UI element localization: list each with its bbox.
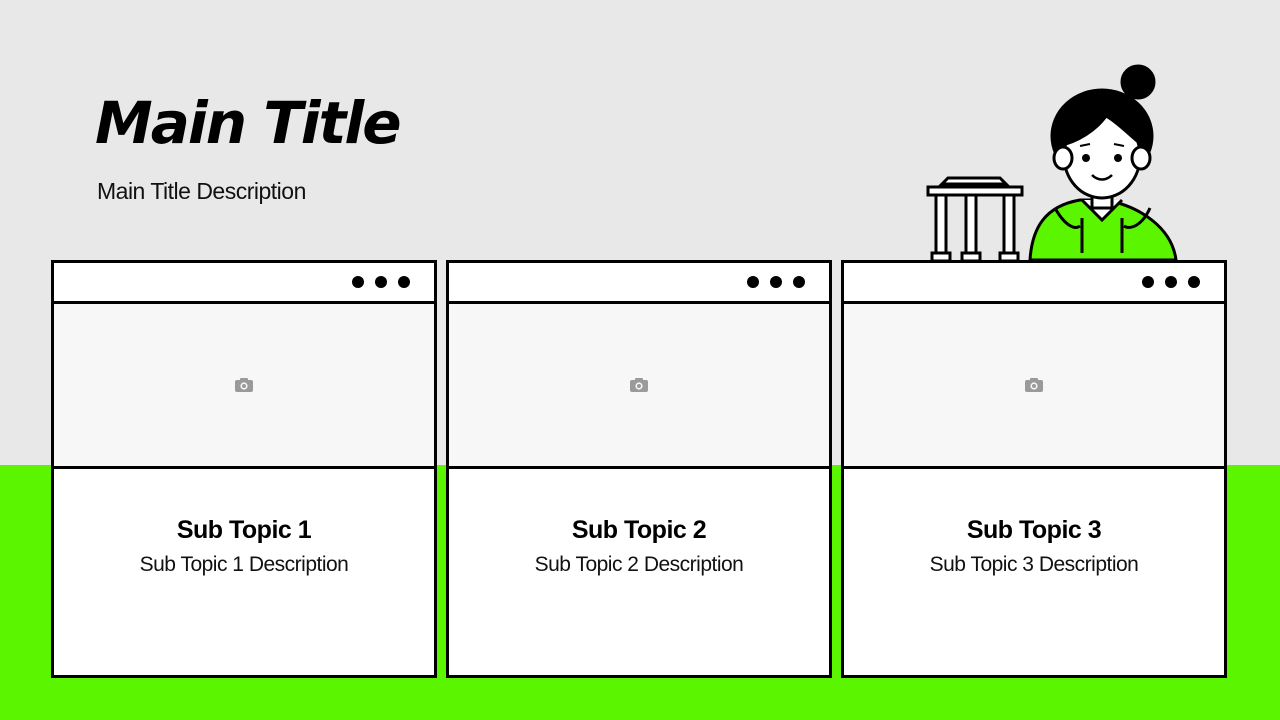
camera-icon: [235, 378, 253, 392]
window-dots: [352, 276, 410, 288]
sub-topic-card-2[interactable]: Sub Topic 2 Sub Topic 2 Description: [446, 260, 832, 678]
camera-icon: [1025, 378, 1043, 392]
window-dot: [747, 276, 759, 288]
card-body: Sub Topic 2 Sub Topic 2 Description: [449, 469, 829, 580]
sub-topic-title: Sub Topic 1: [176, 516, 312, 544]
sub-topic-title: Sub Topic 2: [571, 516, 707, 544]
pillar-landmark-icon: [926, 176, 1024, 263]
camera-icon: [630, 378, 648, 392]
image-placeholder[interactable]: [54, 304, 434, 469]
window-dot: [793, 276, 805, 288]
window-dot: [770, 276, 782, 288]
card-body: Sub Topic 3 Sub Topic 3 Description: [844, 469, 1224, 580]
sub-topic-description: Sub Topic 2 Description: [534, 553, 744, 576]
window-dot: [1165, 276, 1177, 288]
window-dot: [352, 276, 364, 288]
window-dot: [1142, 276, 1154, 288]
window-dot: [1188, 276, 1200, 288]
main-title-description: Main Title Description: [97, 178, 306, 204]
sub-topic-description: Sub Topic 3 Description: [929, 553, 1139, 576]
window-dot: [375, 276, 387, 288]
window-dots: [747, 276, 805, 288]
image-placeholder[interactable]: [449, 304, 829, 469]
sub-topic-title: Sub Topic 3: [966, 516, 1102, 544]
sub-topic-description: Sub Topic 1 Description: [139, 553, 349, 576]
girl-illustration: [926, 64, 1178, 263]
window-title-bar: [449, 263, 829, 304]
window-dots: [1142, 276, 1200, 288]
girl-character: [1028, 64, 1178, 262]
image-placeholder[interactable]: [844, 304, 1224, 469]
window-title-bar: [844, 263, 1224, 304]
window-title-bar: [54, 263, 434, 304]
card-body: Sub Topic 1 Sub Topic 1 Description: [54, 469, 434, 580]
window-dot: [398, 276, 410, 288]
sub-topic-card-3[interactable]: Sub Topic 3 Sub Topic 3 Description: [841, 260, 1227, 678]
sub-topic-card-1[interactable]: Sub Topic 1 Sub Topic 1 Description: [51, 260, 437, 678]
main-title: Main Title: [95, 89, 402, 157]
